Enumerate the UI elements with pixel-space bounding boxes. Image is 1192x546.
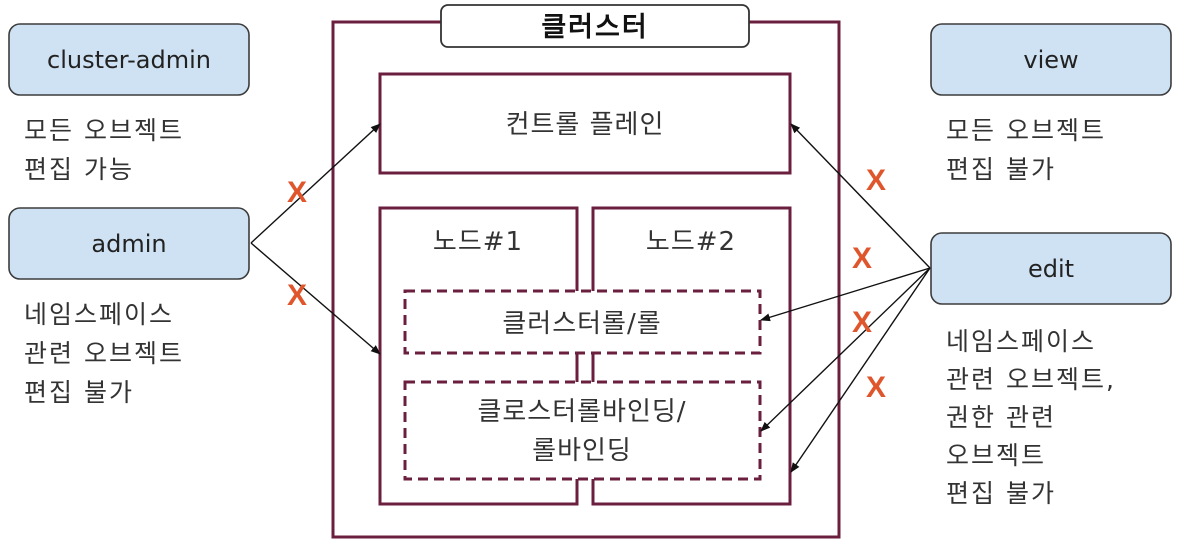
edit-to-role-binding-arrow [760,267,931,432]
x-mark-edit-role-binding: X [852,306,872,339]
cluster-role-label: 클러스터롤/롤 [502,309,661,339]
edit-desc-1: 네임스페이스 [946,327,1096,356]
admin-to-node-arrow [250,242,381,355]
control-plane-label: 컨트롤 플레인 [506,110,665,140]
control-plane-box [378,72,792,175]
edit-to-node-arrow [790,267,931,473]
edit-desc-4: 오브젝트 [946,441,1046,470]
node1-label: 노드#1 [433,227,523,257]
admin-box [8,207,250,280]
cluster-title-box [440,4,750,48]
edit-desc-3: 권한 관련 [946,403,1056,432]
x-mark-admin-node: X [287,279,307,312]
edit-to-cluster-role-arrow [760,267,931,322]
role-binding-label-1: 클로스터롤바인딩/ [477,397,686,427]
cluster-admin-desc-1: 모든 오브젝트 [24,116,184,145]
admin-desc-3: 편집 불가 [24,378,134,407]
cluster-title: 클러스터 [541,12,648,43]
view-label: view [1023,46,1078,74]
edit-label: edit [1028,255,1074,283]
x-mark-edit-cluster-role: X [852,242,872,275]
x-mark-edit-control-plane: X [866,164,886,197]
view-box [930,23,1172,96]
role-binding-box [403,380,762,481]
cluster-admin-box [8,23,250,96]
view-desc-1: 모든 오브젝트 [946,116,1106,145]
edit-desc-5: 편집 불가 [946,479,1056,508]
edit-desc-2: 관련 오브젝트, [946,365,1116,394]
admin-desc-2: 관련 오브젝트 [24,339,184,368]
admin-desc-1: 네임스페이스 [24,300,174,329]
cluster-admin-desc-2: 편집 가능 [24,155,134,184]
cluster-admin-label: cluster-admin [47,46,211,74]
view-desc-2: 편집 불가 [946,155,1056,184]
edit-box [930,232,1172,305]
x-mark-edit-node: X [866,371,886,404]
x-mark-admin-control-plane: X [287,176,307,209]
node2-label: 노드#2 [646,227,736,257]
admin-to-control-plane-arrow [250,123,381,244]
role-binding-label-2: 롤바인딩 [532,436,632,466]
cluster-role-box [403,289,762,355]
edit-to-control-plane-arrow [790,123,931,269]
admin-label: admin [91,230,166,258]
